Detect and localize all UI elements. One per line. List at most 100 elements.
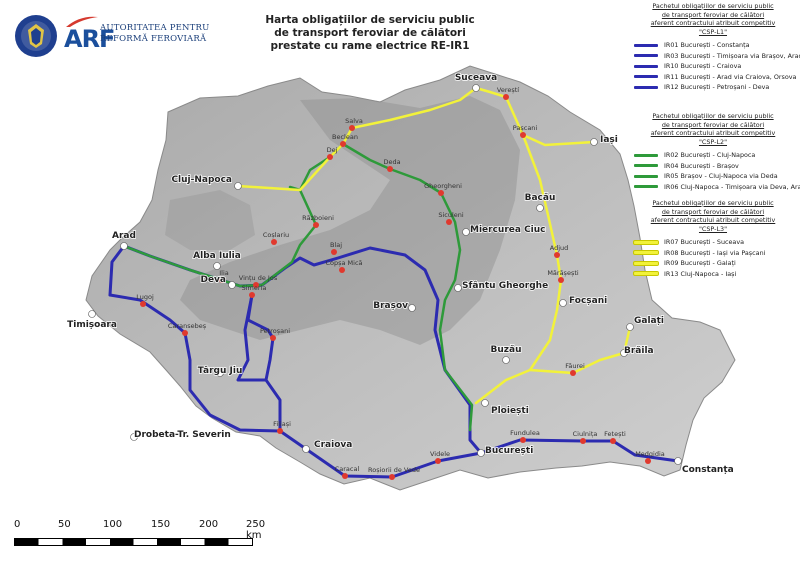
- station-label: Roșiorii de Vede: [368, 466, 420, 474]
- station-label: Vereștí: [497, 86, 519, 94]
- legend-heading-line: de transport feroviar de călători: [661, 120, 765, 129]
- legend-group: Pachetul obligațiilor de serviciu public…: [626, 112, 800, 192]
- legend-group-heading: Pachetul obligațiilor de serviciu public…: [626, 112, 800, 146]
- route-csp-l1: [108, 293, 483, 479]
- station-marker: [554, 252, 560, 258]
- legend-item-label: IR04 București - Brașov: [664, 161, 739, 170]
- station-label: Siculeni: [438, 211, 464, 219]
- station-marker: [219, 277, 225, 283]
- station-label: Lugoj: [136, 293, 154, 301]
- station-label: Gheorgheni: [424, 182, 462, 190]
- scale-label: 250 km: [246, 519, 266, 541]
- scale-label: 150: [151, 519, 171, 530]
- station-marker: [580, 438, 586, 444]
- legend-line-swatch: [634, 43, 658, 47]
- station-marker: [340, 141, 346, 147]
- legend-line-swatch: [634, 54, 658, 58]
- station-marker: [387, 166, 393, 172]
- station-marker: [249, 292, 255, 298]
- legend-item-label: IR08 București - Iași via Pașcani: [664, 248, 766, 257]
- station-marker: [270, 335, 276, 341]
- city-marker: [590, 138, 598, 146]
- city-label: Constanța: [682, 465, 734, 475]
- title-line-1: Harta obligațiilor de serviciu public: [265, 14, 475, 26]
- station-marker: [645, 458, 651, 464]
- city-label: Drobeta-Tr. Severin: [134, 430, 231, 440]
- city-marker: [302, 445, 310, 453]
- station-marker: [558, 277, 564, 283]
- city-marker: [454, 284, 462, 292]
- legend-item: IR05 Brașov - Cluj-Napoca via Deda: [626, 171, 800, 182]
- route-csp-l1: [236, 293, 268, 382]
- city-label: Cluj-Napoca: [171, 175, 232, 185]
- legend-group: Pachetul obligațiilor de serviciu public…: [626, 2, 800, 93]
- station-label: Salva: [345, 117, 363, 125]
- scale-bar-graphic: [14, 538, 253, 546]
- city-marker: [472, 84, 480, 92]
- city-label: București: [485, 446, 533, 456]
- city-marker: [620, 349, 628, 357]
- legend-line-swatch: [633, 250, 659, 256]
- scale-label: 100: [103, 519, 123, 530]
- station-label: Simeria: [242, 284, 267, 292]
- title-line-2: de transport feroviar de călători: [274, 27, 466, 39]
- city-marker: [502, 356, 510, 364]
- legend-heading-line: de transport feroviar de călători: [661, 207, 765, 216]
- legend-heading-line: Pachetul obligațiilor de serviciu public: [652, 2, 774, 10]
- arf-logo: ARF: [64, 25, 115, 53]
- station-layer: [88, 84, 682, 480]
- arf-swoosh-icon: [66, 16, 98, 27]
- legend-item-label: IR09 București - Galați: [664, 259, 736, 267]
- station-label: Fetești: [604, 430, 626, 438]
- legend-item-label: IR05 Brașov - Cluj-Napoca via Deda: [664, 172, 778, 180]
- city-label: Sfântu Gheorghe: [462, 281, 548, 291]
- label-layer: VereștíPașcaniSalvaBecleanDejDedaGheorgh…: [66, 72, 734, 476]
- route-csp-l3: [521, 133, 596, 147]
- agency-line-1: AUTORITATEA PENTRU: [100, 23, 210, 33]
- legend-heading-line: "CSP-L2": [698, 137, 728, 146]
- station-label: Ciulnița: [573, 430, 598, 439]
- station-label: Caracal: [335, 465, 360, 473]
- city-marker: [626, 323, 634, 331]
- city-marker: [536, 204, 544, 212]
- legend-item-label: IR07 București - Suceava: [664, 238, 745, 246]
- station-label: Copșa Mică: [325, 259, 362, 267]
- city-marker: [130, 433, 138, 441]
- station-label: Adjud: [550, 244, 569, 252]
- city-marker: [408, 304, 416, 312]
- station-marker: [313, 222, 319, 228]
- station-label: Blaj: [330, 241, 342, 249]
- title-line-3: prestate cu rame electrice RE-IR1: [270, 40, 470, 52]
- legend-item-label: IR02 București - Cluj-Napoca: [664, 151, 756, 159]
- city-label: Craiova: [314, 440, 352, 450]
- station-marker: [520, 132, 526, 138]
- station-marker: [253, 282, 259, 288]
- legend-line-swatch: [634, 185, 658, 189]
- city-marker: [674, 457, 682, 465]
- government-seal-logo: [15, 15, 57, 57]
- station-marker: [349, 125, 355, 131]
- legend-item-label: IR13 Cluj-Napoca - Iași: [664, 269, 737, 278]
- legend-heading-line: de transport feroviar de călători: [661, 10, 765, 19]
- legend-item-label: IR11 București - Arad via Craiova, Orsov…: [664, 72, 797, 81]
- station-label: Videle: [430, 450, 450, 458]
- map-title: Harta obligațiilor de serviciu public de…: [250, 14, 490, 53]
- legend-item: IR01 București - Constanța: [626, 40, 800, 51]
- legend-line-swatch: [634, 153, 658, 157]
- legend-group-heading: Pachetul obligațiilor de serviciu public…: [626, 2, 800, 36]
- station-marker: [271, 239, 277, 245]
- city-marker: [477, 449, 485, 457]
- station-marker: [339, 267, 345, 273]
- legend-line-swatch: [634, 174, 658, 178]
- station-marker: [610, 438, 616, 444]
- station-label: Medgidia: [635, 450, 665, 458]
- legend-item: IR07 București - Suceava: [626, 237, 800, 248]
- city-marker: [228, 281, 236, 289]
- city-marker: [234, 182, 242, 190]
- legend-line-swatch: [634, 64, 658, 68]
- station-label: Făurei: [565, 362, 585, 370]
- city-marker: [88, 310, 96, 318]
- city-label: Târgu Jiu: [198, 366, 243, 376]
- city-label: Ploiești: [491, 406, 529, 416]
- station-marker: [277, 428, 283, 434]
